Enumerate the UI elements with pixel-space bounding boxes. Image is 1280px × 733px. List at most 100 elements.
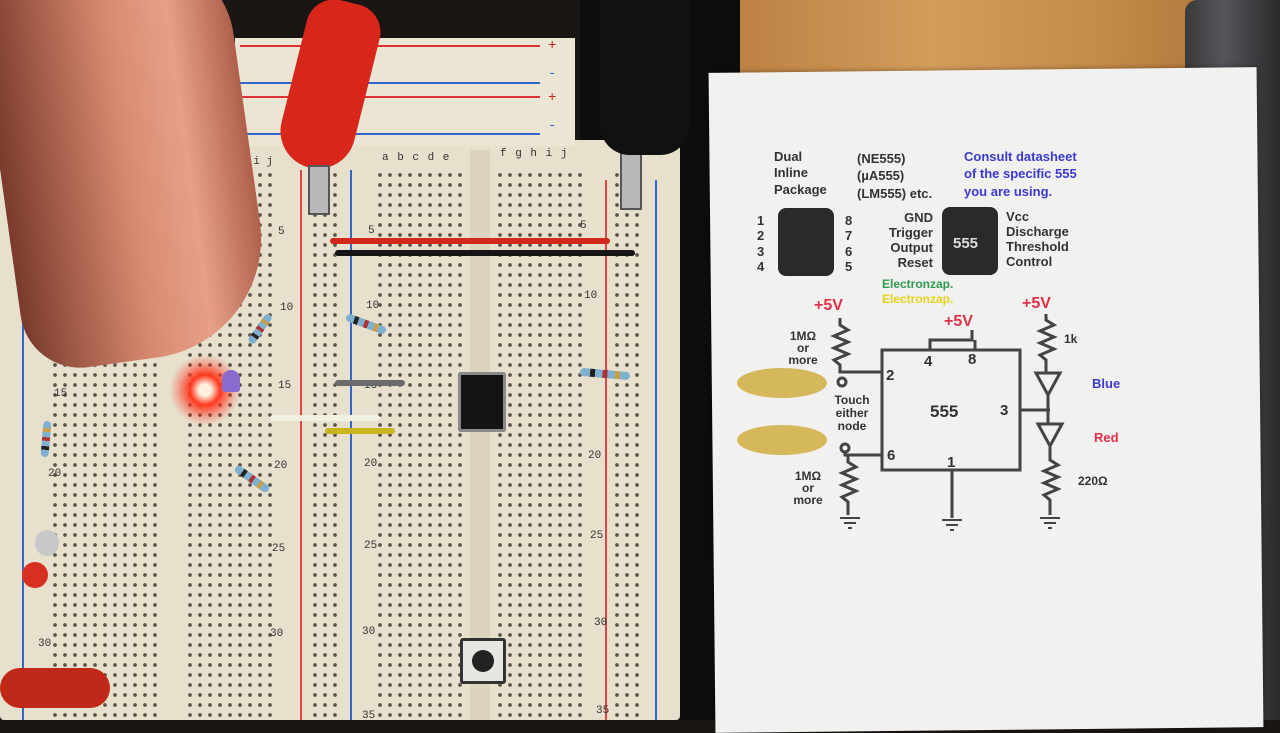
pin-name: Vcc	[1006, 209, 1029, 224]
jumper-wire-white	[270, 415, 380, 421]
pin-name: Output	[890, 240, 933, 255]
touch-node[interactable]	[836, 376, 848, 388]
resistor-symbol	[830, 318, 882, 374]
resistor-value: more	[793, 493, 823, 507]
rail-line-blue	[240, 133, 540, 135]
touch-label: node	[838, 419, 867, 433]
supply-label: +5V	[1022, 295, 1051, 312]
pin-label: 4	[924, 353, 933, 370]
row-number: 5	[278, 226, 285, 238]
package-title: Dual	[774, 149, 802, 164]
rail-line-red	[240, 96, 540, 98]
side-rail	[612, 170, 642, 720]
ic-555-chip	[458, 372, 506, 432]
rail-line-blue	[655, 180, 657, 720]
touch-node[interactable]	[839, 442, 851, 454]
jumper-wire-red	[330, 238, 610, 244]
package-title: Package	[774, 182, 827, 197]
pin-number: 8	[845, 213, 852, 228]
part-number: (µA555)	[857, 168, 904, 183]
clip-metal-jaw	[308, 165, 330, 215]
resistor-value: more	[788, 353, 818, 367]
resistor-symbol	[838, 455, 860, 515]
led-clear-spare	[35, 530, 59, 556]
rail-plus-label: +	[548, 90, 557, 106]
row-number: 35	[596, 705, 610, 717]
row-number: 35	[362, 710, 376, 722]
pin-number: 6	[845, 244, 852, 259]
rail-minus-label: -	[548, 66, 557, 82]
resistor-symbol	[1036, 314, 1058, 372]
jumper-wire-yellow	[325, 428, 395, 434]
led-color-label: Red	[1094, 430, 1119, 445]
pin-label: 8	[968, 351, 976, 368]
rail-line-blue	[240, 82, 540, 84]
resistor-value: or	[802, 481, 814, 495]
row-number: 5	[368, 225, 375, 237]
pin-label: 6	[887, 447, 895, 464]
jumper-wire-gray	[335, 380, 405, 386]
supply-label: +5V	[814, 297, 843, 314]
rail-line-red	[240, 45, 540, 47]
row-number: 20	[364, 458, 378, 470]
led-red-symbol	[1035, 422, 1065, 450]
row-number: 10	[584, 290, 598, 302]
row-number: 25	[364, 540, 378, 552]
datasheet-note: Consult datasheet	[964, 149, 1077, 164]
push-button[interactable]	[460, 638, 506, 684]
pin-number: 2	[757, 228, 764, 243]
pin-name: Trigger	[889, 225, 933, 240]
pin-number: 5	[845, 259, 852, 274]
column-letters: f g h i j	[500, 148, 569, 160]
pin-name: Control	[1006, 254, 1052, 269]
pin-name: Reset	[898, 255, 934, 270]
row-number: 25	[590, 530, 604, 542]
package-title: Inline	[774, 165, 808, 180]
row-number: 20	[274, 460, 288, 472]
pin-number: 4	[757, 259, 765, 274]
part-number: (NE555)	[857, 151, 905, 166]
datasheet-note: you are using.	[964, 184, 1052, 199]
pin-name: GND	[904, 210, 933, 225]
row-number: 15	[278, 380, 292, 392]
row-number: 15	[54, 388, 68, 400]
row-number: 10	[280, 302, 294, 314]
supply-label: +5V	[944, 313, 973, 330]
resistor-value: or	[797, 341, 809, 355]
jumper-wire-black	[335, 250, 635, 256]
row-number: 30	[362, 626, 376, 638]
pin-name: Discharge	[1006, 224, 1069, 239]
finger-drawing	[737, 368, 827, 398]
chip-555-drawing	[942, 207, 998, 275]
rail-line-red	[605, 180, 607, 720]
row-number: 10	[366, 300, 380, 312]
led-blue-symbol	[1033, 371, 1063, 399]
clip-black	[600, 0, 690, 155]
side-rail	[310, 170, 340, 720]
row-number: 5	[580, 220, 587, 232]
rail-minus-label: -	[548, 118, 557, 134]
center-channel	[470, 150, 490, 720]
resistor-symbol	[1040, 447, 1062, 515]
alligator-clip-bottom	[0, 668, 110, 708]
finger-drawing	[737, 425, 827, 455]
wire	[928, 330, 974, 350]
column-letters: a b c d e	[382, 152, 451, 164]
row-number: 30	[270, 628, 284, 640]
terminal-strip-left	[375, 170, 465, 720]
led-blue	[222, 370, 240, 392]
touch-label: either	[836, 406, 869, 420]
dip-chip-drawing	[778, 208, 834, 276]
resistor-value: 1MΩ	[790, 329, 817, 343]
row-number: 20	[48, 468, 62, 480]
row-number: 30	[594, 617, 608, 629]
rail-plus-label: +	[548, 38, 557, 54]
resistor-value: 1k	[1064, 332, 1078, 346]
resistor-value: 1MΩ	[795, 469, 822, 483]
pin-label: 2	[886, 367, 894, 384]
datasheet-note: of the specific 555	[964, 166, 1077, 181]
rail-line-blue	[350, 170, 352, 720]
touch-label: Touch	[834, 393, 869, 407]
ic-label: 555	[930, 402, 958, 421]
